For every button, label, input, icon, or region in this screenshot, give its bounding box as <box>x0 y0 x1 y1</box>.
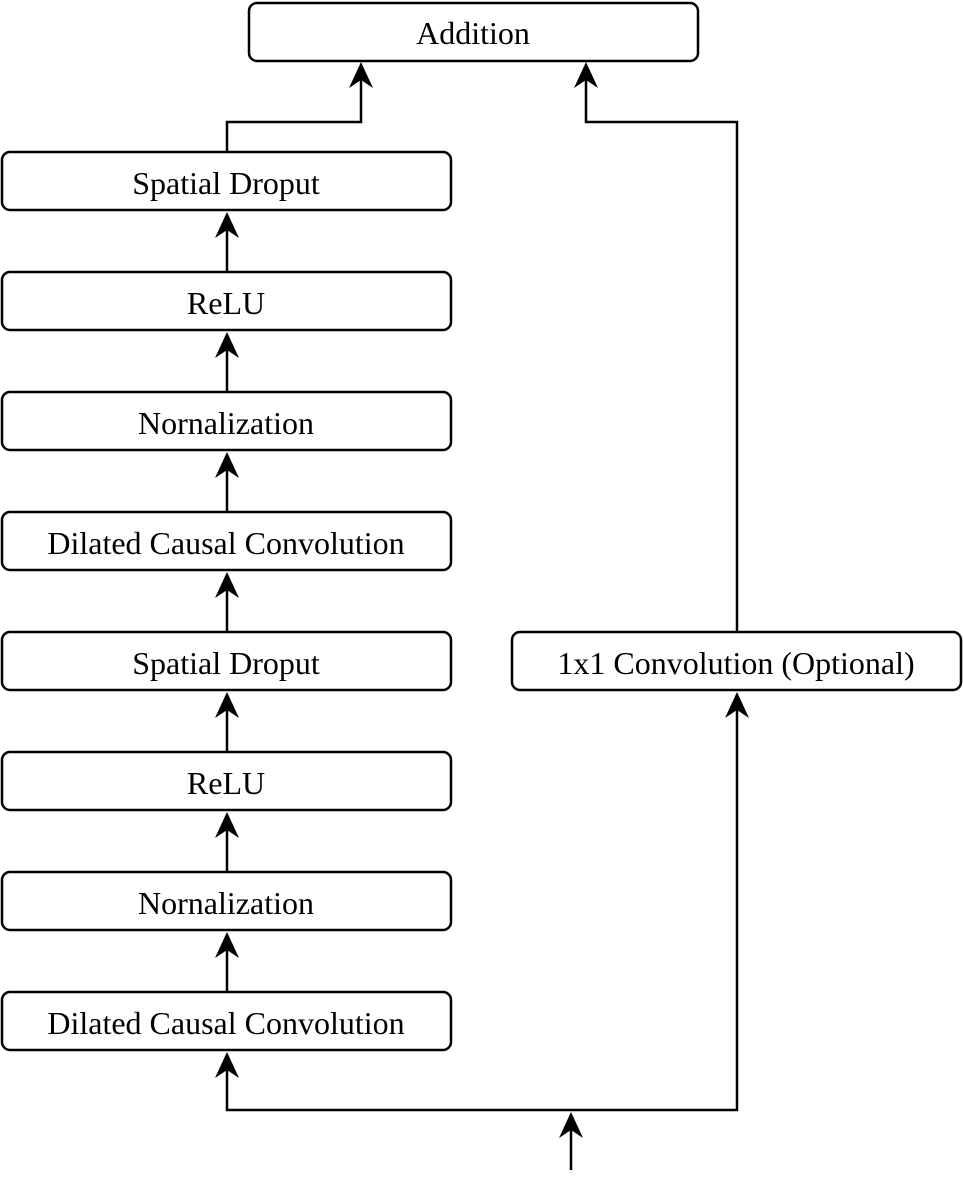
arrowhead-into-addition-left <box>349 62 373 88</box>
edge-dropout1-to-addition <box>225 80 363 152</box>
addition-node: Addition <box>247 1 700 63</box>
dilated-causal-convolution-node-2: Dilated Causal Convolution <box>0 990 453 1052</box>
arrowhead-into-shortcut <box>725 692 749 718</box>
shortcut-convolution-label: 1x1 Convolution (Optional) <box>557 645 914 681</box>
normalization-label-1: Nornalization <box>138 405 314 441</box>
normalization-label-2: Nornalization <box>138 885 314 921</box>
dilated-causal-convolution-label-2: Dilated Causal Convolution <box>47 1005 404 1041</box>
relu-label-1: ReLU <box>187 285 265 321</box>
input-arrowhead <box>559 1112 583 1138</box>
arrowhead-into-norm1 <box>215 452 239 478</box>
relu-node-2: ReLU <box>0 750 453 812</box>
edges <box>215 62 749 1170</box>
normalization-node-2: Nornalization <box>0 870 453 932</box>
arrowhead-into-norm2 <box>215 932 239 958</box>
spatial-dropout-label-2: Spatial Droput <box>132 645 320 681</box>
arrowhead-into-dcc1 <box>215 572 239 598</box>
dilated-causal-convolution-node-1: Dilated Causal Convolution <box>0 510 453 572</box>
arrowhead-into-addition-right <box>574 62 598 88</box>
edge-shortcut-to-addition <box>584 80 739 632</box>
arrowhead-into-dcc-2 <box>215 1052 239 1078</box>
arrowhead-into-relu2 <box>215 812 239 838</box>
normalization-node-1: Nornalization <box>0 390 453 452</box>
split-edge <box>225 710 739 1112</box>
spatial-dropout-node-1: Spatial Droput <box>0 150 453 212</box>
spatial-dropout-label-1: Spatial Droput <box>132 165 320 201</box>
arrowhead-into-relu1 <box>215 332 239 358</box>
arrowhead-into-dropout1 <box>215 212 239 238</box>
relu-label-2: ReLU <box>187 765 265 801</box>
arrowhead-into-dropout2 <box>215 692 239 718</box>
spatial-dropout-node-2: Spatial Droput <box>0 630 453 692</box>
addition-label: Addition <box>416 15 530 51</box>
dilated-causal-convolution-label-1: Dilated Causal Convolution <box>47 525 404 561</box>
relu-node-1: ReLU <box>0 270 453 332</box>
shortcut-convolution-node: 1x1 Convolution (Optional) <box>510 630 963 692</box>
